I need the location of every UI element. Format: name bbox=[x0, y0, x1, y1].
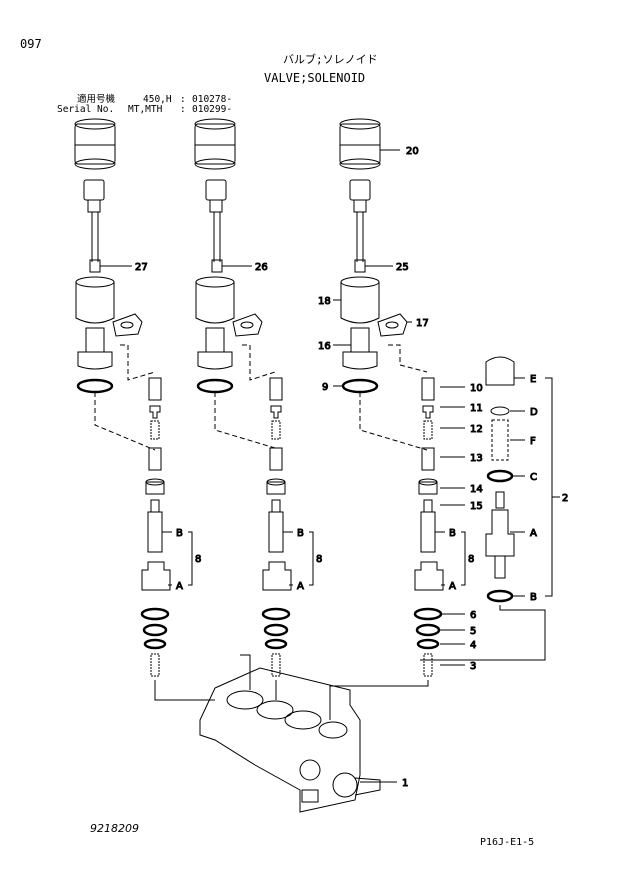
callout-10: 10 bbox=[470, 383, 483, 394]
solenoid-coil-3 bbox=[333, 276, 380, 324]
nut-2 bbox=[232, 313, 263, 337]
serial-range-1: 010278- bbox=[192, 94, 233, 105]
callout-A-3: A bbox=[449, 581, 456, 592]
valve-column-2 bbox=[261, 377, 292, 677]
callout-8-1: 8 bbox=[195, 554, 201, 565]
callout-D: D bbox=[530, 407, 538, 418]
drawing-number: 9218209 bbox=[90, 822, 139, 835]
callout-6: 6 bbox=[470, 610, 476, 621]
serial-model-1: 450,H bbox=[143, 94, 172, 105]
connector-cap-1 bbox=[74, 118, 116, 170]
valve-column-3 bbox=[413, 377, 444, 677]
callout-18: 18 bbox=[318, 296, 331, 307]
wire-harness-1 bbox=[89, 212, 132, 273]
callout-11: 11 bbox=[470, 403, 483, 414]
o-ring-9-b bbox=[196, 378, 234, 394]
stem-2 bbox=[197, 327, 233, 370]
callout-C: C bbox=[530, 472, 537, 483]
callout-17: 17 bbox=[416, 318, 429, 329]
leader-lines bbox=[162, 149, 560, 783]
callout-2: 2 bbox=[562, 493, 568, 504]
callout-A-1: A bbox=[176, 581, 183, 592]
routing-lines-body bbox=[154, 605, 546, 720]
nut-3 bbox=[377, 313, 412, 337]
callout-8-3: 8 bbox=[468, 554, 474, 565]
valve-column-1 bbox=[140, 377, 171, 677]
callout-A-right: A bbox=[530, 528, 537, 539]
callout-5: 5 bbox=[470, 626, 476, 637]
callout-25: 25 bbox=[396, 262, 409, 273]
valve-body-1 bbox=[199, 667, 381, 813]
callout-20: 20 bbox=[406, 146, 419, 157]
callout-A-2: A bbox=[297, 581, 304, 592]
wire-harness-3 bbox=[354, 212, 393, 273]
callout-8-2: 8 bbox=[316, 554, 322, 565]
callout-B-2: B bbox=[297, 528, 304, 539]
callout-14: 14 bbox=[470, 484, 483, 495]
callout-13: 13 bbox=[470, 453, 483, 464]
stem-3 bbox=[333, 327, 378, 370]
serial-sep-2: : bbox=[180, 104, 186, 115]
serial-label-en: Serial No. bbox=[57, 104, 115, 115]
plug-3 bbox=[349, 179, 371, 213]
solenoid-coil-1 bbox=[75, 276, 115, 324]
nut-1 bbox=[112, 313, 143, 337]
callout-E: E bbox=[530, 374, 536, 385]
callout-3: 3 bbox=[470, 661, 476, 672]
callout-9: 9 bbox=[322, 382, 328, 393]
plug-2 bbox=[205, 179, 227, 213]
wire-harness-2 bbox=[211, 212, 252, 273]
callout-15: 15 bbox=[470, 501, 483, 512]
callout-B-1: B bbox=[176, 528, 183, 539]
connector-cap-3 bbox=[339, 118, 381, 170]
solenoid-coil-2 bbox=[195, 276, 235, 324]
serial-range-2: 010299- bbox=[192, 104, 233, 115]
page-number: 097 bbox=[20, 37, 42, 51]
callout-B-3: B bbox=[449, 528, 456, 539]
routing-lines-upper bbox=[94, 344, 428, 451]
callout-1: 1 bbox=[402, 778, 408, 789]
stem-1 bbox=[77, 327, 113, 370]
page-code: P16J-E1-5 bbox=[480, 837, 535, 848]
o-ring-9-c bbox=[341, 378, 379, 394]
serial-label-jp: 適用号機 bbox=[77, 94, 116, 105]
title-english: VALVE;SOLENOID bbox=[264, 71, 366, 85]
callout-F: F bbox=[530, 436, 536, 447]
o-ring-9-a bbox=[76, 378, 114, 394]
callout-B-right: B bbox=[530, 592, 537, 603]
serial-model-2: MT,MTH bbox=[128, 104, 163, 115]
callout-4: 4 bbox=[470, 640, 476, 651]
callout-26: 26 bbox=[255, 262, 268, 273]
serial-sep-1: : bbox=[180, 94, 186, 105]
relief-valve-assembly-2 bbox=[485, 356, 515, 603]
callout-12: 12 bbox=[470, 424, 483, 435]
callout-16: 16 bbox=[318, 341, 331, 352]
callout-27: 27 bbox=[135, 262, 148, 273]
title-japanese: バルブ;ソレノイド bbox=[283, 53, 378, 66]
plug-1 bbox=[83, 179, 105, 213]
connector-cap-2 bbox=[194, 118, 236, 170]
